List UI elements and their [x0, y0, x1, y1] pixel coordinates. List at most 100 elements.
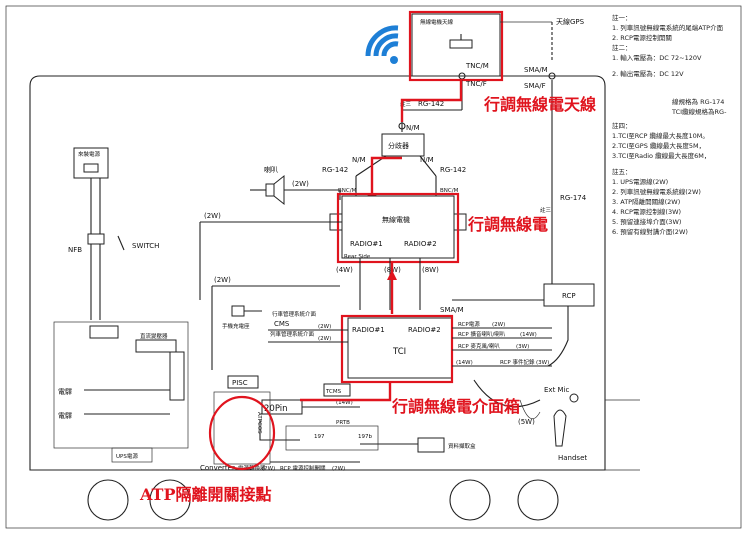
note5-item2: 2. 列車訊號無線電系統線(2W): [612, 187, 701, 196]
radio-antenna-label: 無線電機天線: [420, 18, 454, 26]
nm-left: N/M: [352, 156, 366, 164]
bnc-left: BNC/M: [338, 188, 357, 194]
rcp-w14-v: (14W): [520, 332, 537, 338]
note2-item2: 2. 輸出電壓為：DC 12V: [612, 69, 684, 78]
note3-b: TCI纜線規格為RG-: [671, 107, 727, 116]
note5-item3: 3. ATP隔離開關線(2W): [612, 197, 680, 206]
wire-2w-a: (2W): [204, 212, 221, 220]
switch-label: SWITCH: [132, 242, 159, 250]
splitter-label: 分歧器: [388, 141, 409, 150]
tcms-w: (2W): [318, 336, 331, 342]
rcp-w3a: RCP 麥克風/喇叭: [458, 342, 500, 350]
nm-right: N/M: [420, 156, 434, 164]
annotation-atp: ATP隔離開關接點: [139, 485, 271, 504]
note4-item3: 3.TCI至Radio 纜線最大長度6M，: [612, 151, 710, 160]
converter-w: (2W): [262, 466, 275, 472]
rcp-label: RCP: [562, 292, 576, 300]
cms-sub: 行車管理系統介面: [272, 310, 317, 318]
tci-14w: (14W): [456, 360, 473, 366]
note1-item1: 1. 列車訊號無線電系統的尾端ATP介面: [612, 23, 724, 32]
note5-item4: 4. RCP電源控制線(3W): [612, 207, 681, 216]
ups-label: UPS電源: [116, 452, 138, 460]
wire-5w: (5W): [518, 418, 535, 426]
rcp-bottom-w: (2W): [332, 466, 345, 472]
rg142-left: RG-142: [322, 166, 348, 174]
r197b-label: 197b: [358, 434, 372, 440]
wheel-3: [449, 479, 491, 521]
tcms-label: TCMS: [325, 389, 342, 395]
atp-highlight: [208, 395, 276, 471]
tci-radio1: RADIO#1: [352, 326, 385, 334]
sma-m-label: SMA/M: [524, 66, 548, 74]
radio1-label: RADIO#1: [350, 240, 383, 248]
rcp-w3a-v: (3W): [516, 344, 529, 350]
wifi-icon: [365, 25, 399, 64]
notes-panel: 註一： 1. 列車訊號無線電系統的尾端ATP介面 2. RCP電源控制開關 註二…: [612, 13, 727, 236]
rg142-right: RG-142: [440, 166, 466, 174]
note2-head: 註二：: [612, 43, 632, 52]
converter-label: Converter: [200, 464, 235, 472]
cms-w: (2W): [318, 324, 331, 330]
handset-holder-label: 手機充電座: [222, 322, 250, 330]
tnc-m-label: TNC/M: [465, 62, 489, 70]
wire-2w-b: (2W): [214, 276, 231, 284]
tci-sma-m: SMA/M: [440, 306, 464, 314]
tci-unit: [347, 317, 453, 379]
annotation-antenna: 行調無線電天線: [483, 95, 596, 114]
note5-item6: 6. 預留有線對講介面(2W): [612, 227, 688, 236]
annotation-interface: 行調無線電介面箱: [391, 397, 520, 416]
prtb-label: PRTB: [336, 420, 350, 426]
speaker-icon: [265, 174, 285, 206]
antenna-highlight: [408, 10, 504, 82]
ext-mic-label: Ext Mic: [544, 386, 570, 394]
tci-highlight: [340, 314, 454, 384]
pisc-label: PISC: [232, 379, 248, 387]
radio-box-label: 無線電機: [382, 215, 410, 224]
tnc-f-label: TNC/F: [465, 80, 487, 88]
bnc-right: BNC/M: [440, 188, 459, 194]
tci-label: TCI: [392, 347, 406, 357]
wire-8w-b: (8W): [422, 266, 439, 274]
handset-icon: [553, 409, 567, 447]
microphone-icon: [569, 393, 579, 403]
wire-4w: (4W): [336, 266, 353, 274]
radio2-label: RADIO#2: [404, 240, 437, 248]
rcp-power: RCP電源: [458, 320, 480, 328]
relay1-label: 電驛: [58, 388, 72, 396]
gps-antenna-label: 天線GPS: [556, 17, 585, 26]
nfb-label: NFB: [68, 246, 82, 254]
rg142-top: RG-142: [418, 100, 444, 108]
wheel-4: [517, 479, 559, 521]
cms-label: CMS: [274, 320, 290, 328]
transformer-label: 直流變壓器: [140, 332, 168, 340]
rcp-w3b: RCP 事件記錄: [500, 358, 535, 366]
rcp-power-w: (2W): [492, 322, 505, 328]
note1-head: 註一：: [612, 13, 632, 22]
note5-item1: 1. UPS電源線(2W): [612, 177, 668, 186]
atpcos-label: ATPCOS: [256, 412, 262, 434]
note5-item5: 5. 預留連接埠介面(3W): [612, 217, 681, 226]
note4-head: 註四：: [612, 121, 632, 130]
mc-power-label: 來裝電源: [78, 150, 101, 158]
note3-top: 註三: [400, 100, 412, 108]
rcp-unit: [543, 283, 595, 307]
note5-head: 註五：: [612, 167, 632, 176]
speaker-wire-w: (2W): [292, 180, 309, 188]
nm-top: N/M: [406, 124, 420, 132]
annotation-radio: 行調無線電: [467, 215, 548, 234]
rcp-w14: RCP 擴音喇叭/喇叭: [458, 330, 506, 338]
car-body-outline: [29, 75, 606, 471]
rcp-bottom-label: RCP 電源控制開關: [280, 464, 326, 472]
relay2-label: 電驛: [58, 412, 72, 420]
note4-item1: 1.TCI至RCP 纜線最大長度10M。: [612, 131, 709, 140]
tci-radio2: RADIO#2: [408, 326, 441, 334]
tcms-sub: 列車管理系統介面: [270, 330, 315, 338]
wheel-1: [87, 479, 129, 521]
radio-unit: [341, 195, 455, 259]
speaker-label: 喇叭: [264, 165, 278, 174]
rg174-label: RG-174: [560, 194, 587, 202]
handset-label: Handset: [558, 454, 587, 462]
r197a-label: 197: [314, 434, 325, 440]
pin20-w14: (14W): [336, 400, 353, 406]
